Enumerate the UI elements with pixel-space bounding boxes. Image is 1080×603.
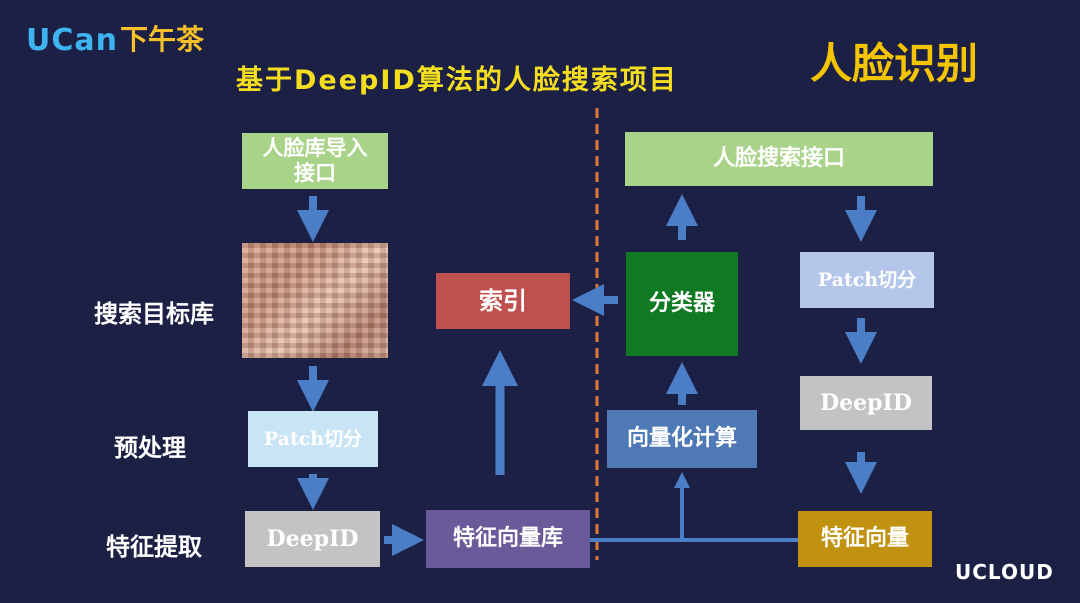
slide-title: 基于DeepID算法的人脸搜索项目 [236,65,678,96]
ucloud-brand: UCLOUD [955,560,1054,584]
label-preprocess: 预处理 [114,434,186,462]
corner-title: 人脸识别 [810,39,979,88]
node-vector-calc: 向量化计算 [607,410,757,468]
logo-cn-text: 下午茶 [119,23,204,56]
label-search-target: 搜索目标库 [94,300,214,328]
node-face-import: 人脸库导入接口 [242,133,388,189]
node-deepid-left: DeepID [245,511,380,567]
node-deepid-right: DeepID [800,376,932,430]
logo-ucan-text: UCan [26,23,118,58]
node-feature-vector: 特征向量 [798,511,932,567]
node-patch-right: Patch切分 [800,252,934,308]
node-feature-db: 特征向量库 [426,510,590,568]
ucan-logo: UCan 下午茶 [26,18,204,58]
face-library-image [242,243,388,358]
label-feature-extract: 特征提取 [106,533,202,561]
node-patch-left: Patch切分 [248,411,378,467]
node-classifier: 分类器 [626,252,738,356]
node-search-api: 人脸搜索接口 [625,132,933,186]
node-index: 索引 [436,273,570,329]
